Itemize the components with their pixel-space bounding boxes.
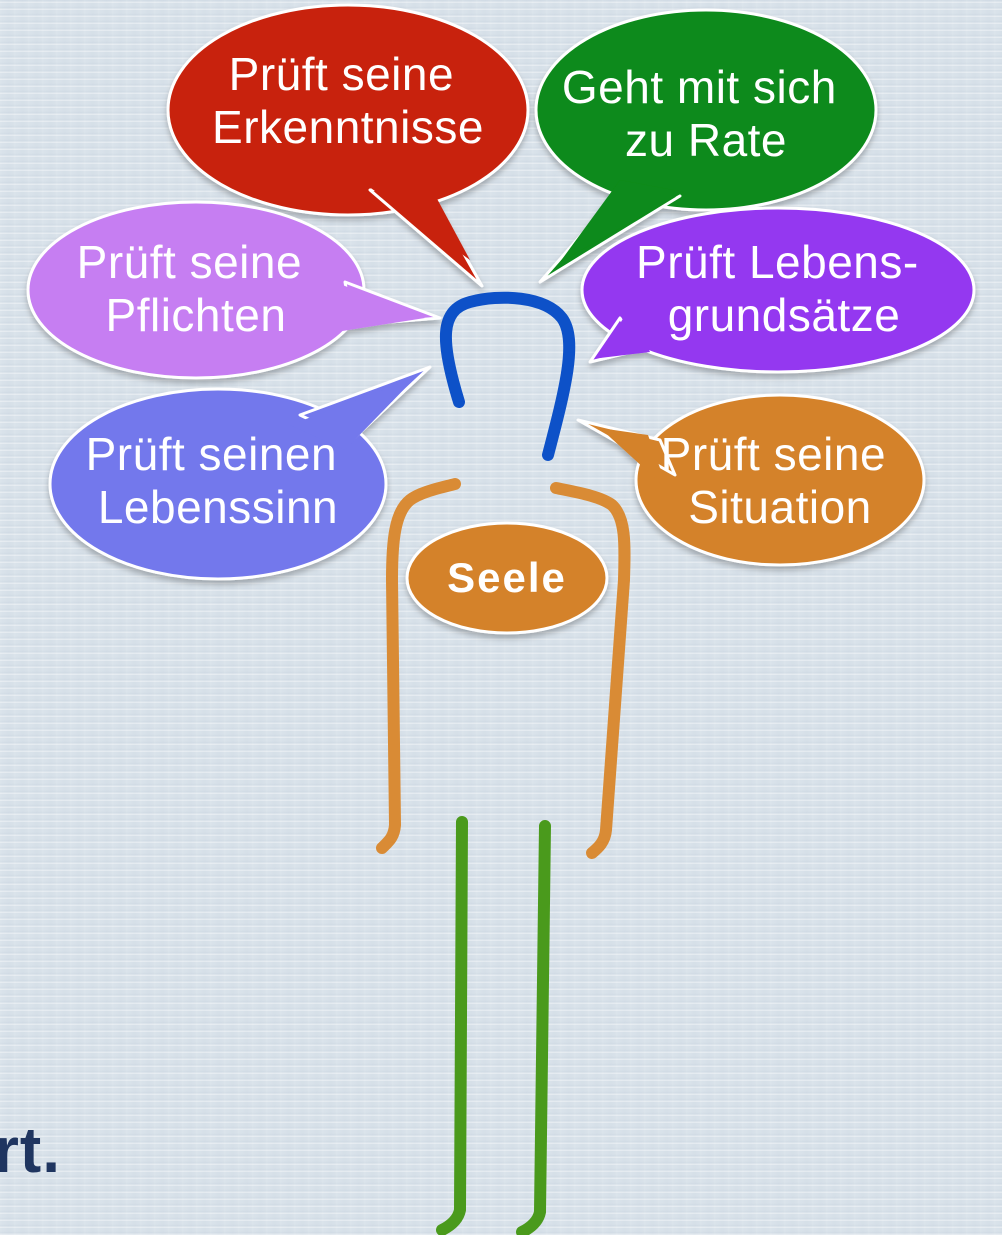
bubble-lebenssinn-line1: Prüft seinen <box>86 428 337 480</box>
bubble-erkenntnisse <box>166 3 530 288</box>
svg-text:Geht mit sich zu Rate: Geht mit sich zu Rate <box>562 61 850 166</box>
svg-text:Prüft seinen Lebenssinn: Prüft seinen Lebenssinn <box>86 428 351 533</box>
left-leg-outline <box>436 816 468 1235</box>
partial-slide-text: rt. <box>0 1114 61 1186</box>
bubble-pflichten-line1: Prüft seine <box>77 236 302 288</box>
bubble-lebenssinn-line2: Lebenssinn <box>98 481 338 533</box>
bubble-situation-line2: Situation <box>688 481 872 533</box>
bubble-erkenntnisse-line2: Erkenntnisse <box>212 101 484 153</box>
bubble-rate-line2: zu Rate <box>625 114 787 166</box>
bubble-pflichten <box>26 200 442 380</box>
bubble-lebenssinn <box>48 365 432 581</box>
svg-text:Prüft seine Erkenntnisse: Prüft seine Erkenntnisse <box>212 48 484 153</box>
bubble-pflichten-line2: Pflichten <box>106 289 287 341</box>
left-torso-outline <box>376 478 461 854</box>
bubble-situation <box>576 393 926 567</box>
right-leg-outline <box>516 820 551 1235</box>
svg-text:Prüft Lebens- grundsätze: Prüft Lebens- grundsätze <box>636 236 932 341</box>
right-torso-outline <box>550 482 631 859</box>
bubble-lebensgrundsaetze-line1: Prüft Lebens- <box>636 236 919 288</box>
bubble-rate <box>534 8 878 284</box>
svg-text:Prüft seine Situation: Prüft seine Situation <box>661 428 900 533</box>
bubble-lebensgrundsaetze-line2: grundsätze <box>668 289 901 341</box>
bubble-situation-line1: Prüft seine <box>661 428 886 480</box>
seele-label: Seele <box>447 554 567 601</box>
head-outline <box>439 291 576 461</box>
bubble-lebensgrundsaetze <box>580 206 976 374</box>
bubble-rate-line1: Geht mit sich <box>562 61 837 113</box>
svg-text:Prüft seine Pflichten: Prüft seine Pflichten <box>77 236 316 341</box>
bubble-erkenntnisse-line1: Prüft seine <box>229 48 454 100</box>
seele-ellipse <box>405 521 609 635</box>
